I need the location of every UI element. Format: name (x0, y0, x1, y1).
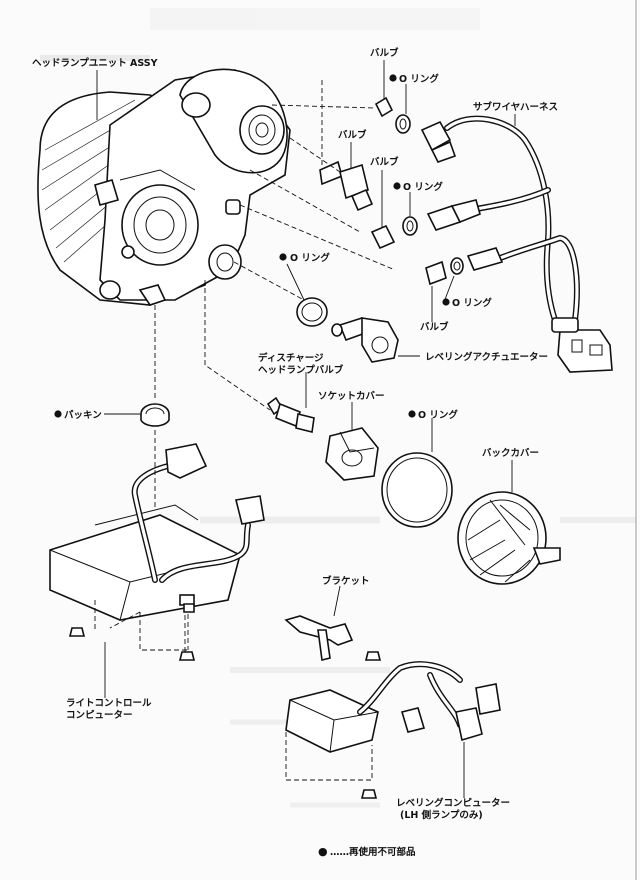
label-leveling-actuator: レベリングアクチュエーター (425, 351, 548, 363)
bracket (284, 615, 382, 661)
label-o-ring-top: O リング (399, 73, 439, 85)
bulb-top (374, 96, 394, 118)
callout-labels: ヘッドランプユニット ASSY バルブ O リング サブワイヤハーネス バルブ … (32, 47, 558, 821)
o-ring-left (296, 297, 328, 327)
leveling-computer (285, 661, 501, 799)
non-reusable-marker (54, 410, 62, 418)
non-reusable-marker (393, 182, 401, 190)
label-o-ring-mid: O リング (403, 181, 443, 193)
label-bulb-mid-left: バルブ (338, 129, 367, 141)
legend: ● ……再使用不可部品 (318, 845, 416, 858)
label-bulb-top: バルブ (370, 47, 399, 59)
label-o-ring-lower: O リング (452, 297, 492, 309)
legend-marker: ● (318, 845, 328, 858)
light-control-computer (49, 443, 265, 661)
socket-cover (325, 427, 379, 481)
label-discharge-bulb-line2: ヘッドランプバルブ (258, 364, 344, 376)
leader-lines (96, 60, 516, 798)
bulb-mid (370, 224, 396, 250)
o-ring-socket (381, 452, 453, 528)
label-light-control-line1: ライトコントロール (66, 698, 152, 709)
headlamp-unit-assy (37, 68, 291, 306)
legend-text: ……再使用不可部品 (330, 846, 416, 858)
packing (140, 403, 170, 427)
label-headlamp-unit: ヘッドランプユニット ASSY (32, 57, 158, 69)
o-ring-lower (450, 257, 464, 275)
label-bulb-mid: バルブ (370, 156, 399, 168)
harness-socket-lower (466, 247, 504, 271)
harness-socket-upper (426, 199, 481, 231)
label-bulb-lower: バルブ (420, 321, 449, 333)
label-discharge-bulb-line1: ディスチャージ (258, 352, 324, 364)
label-back-cover: バックカバー (482, 447, 539, 459)
label-sub-wire-harness: サブワイヤハーネス (473, 101, 558, 113)
o-ring-top (395, 114, 411, 134)
sub-wire-harness (420, 115, 613, 373)
non-reusable-marker (389, 74, 397, 82)
o-ring-mid (402, 216, 418, 236)
label-o-ring-socket: O リング (418, 409, 458, 421)
label-leveling-computer-line1: レベリングコンピューター (396, 797, 510, 809)
label-leveling-computer-line2: (LH 側ランプのみ) (400, 809, 483, 821)
discharge-headlamp-bulb (266, 396, 315, 433)
back-cover (457, 491, 561, 585)
non-reusable-marker (408, 410, 416, 418)
non-reusable-marker (442, 298, 450, 306)
label-bracket: ブラケット (322, 575, 370, 587)
bulb-mid-left (319, 160, 374, 212)
bulb-lower (425, 260, 447, 286)
leveling-actuator (331, 317, 399, 363)
label-o-ring-left: O リング (290, 252, 330, 264)
label-light-control-line2: コンピューター (66, 709, 133, 721)
label-socket-cover: ソケットカバー (318, 390, 385, 402)
non-reusable-marker (279, 253, 287, 261)
label-packing: パッキン (64, 409, 102, 421)
assembly-lines (94, 80, 396, 652)
